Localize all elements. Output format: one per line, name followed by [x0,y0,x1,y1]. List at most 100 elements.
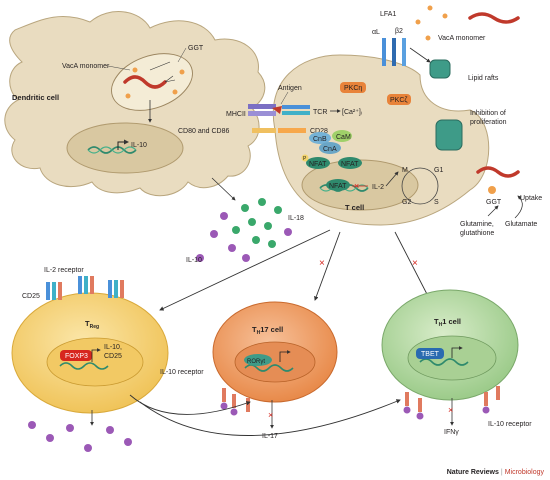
h-pylori-bacterium-ggt [476,166,520,178]
pkc-eta-node [340,82,366,93]
th17-block-x: × [319,258,325,269]
mhcii-receptor [248,104,276,116]
h-pylori-bacterium-t [468,12,520,24]
th1-label: TH1 cell [434,317,461,328]
cam-label: CaM [336,134,351,141]
treg-nucleus [46,337,144,387]
ggt-label-t: GGT [486,199,502,206]
foxp3-label: FOXP3 [65,353,88,360]
arrow-to-th17 [314,231,341,301]
nfat-label-2: NFAT [341,161,359,168]
glutamate-label: Glutamate [505,221,537,228]
treg-il10-secreted [28,421,132,452]
calcium-label: [Ca²⁺]ᵢ [342,109,362,116]
th1-il10-receptors [405,386,500,412]
dendritic-cell-label: Dendritic cell [12,93,59,102]
phospho-marker [301,154,309,162]
th1-block-x: × [412,258,418,269]
antigen-label: Antigen [278,85,302,92]
foxp3-node [60,350,92,361]
tcr-label: TCR [313,109,327,116]
cna-label: CnA [323,146,337,153]
vaca-monomers-dc [125,67,185,99]
il10-receptor-left-label: IL-10 receptor [160,369,204,376]
proliferation-label: proliferation [470,119,507,126]
cnb-node [309,132,331,144]
ggt-enzyme [488,186,496,194]
treg-cd25-label: CD25 [104,353,122,360]
glutamine-label: Glutamine, [460,221,494,228]
treg-suppression-th17 [129,394,251,415]
lfa1-integrin [382,38,406,66]
cd25-label: CD25 [22,293,40,300]
vaca-monomers-t [415,5,448,41]
cnb-label: CnB [313,136,327,143]
th17-label: TH17 cell [252,325,283,336]
nfat-label-1: NFAT [309,161,327,168]
cytokine-cloud [196,198,292,262]
glutathione-label: glutathione [460,230,494,237]
cycle-g2-label: G2 [402,199,411,206]
il18-label: IL-18 [288,215,304,222]
cycle-g1-label: G1 [434,167,443,174]
cd80-cd86-receptor [252,128,276,133]
vaca-monomer-t-label: VacA monomer [438,35,486,42]
lfa1-label: LFA1 [380,11,396,18]
tbet-node [416,348,444,359]
arrow-to-treg [159,229,331,311]
uptake-label: Uptake [520,195,542,202]
vaca-monomer-dc-label: VacA monomer [62,63,110,70]
inhibition-label: Inhibition of [470,110,506,117]
treg-label: TReg [85,319,99,330]
tcr-receptor [282,105,310,115]
il10-cloud-label: IL-10 [186,257,202,264]
treg-il10-label: IL-10, [104,344,122,351]
treg-suppression-th1 [139,399,401,436]
nfat-node-2 [338,157,362,169]
cycle-m-label: M [402,167,408,174]
cd28-label: CD28 [310,128,328,135]
il2-label: IL-2 [372,184,384,191]
alpha-l-label: αL [372,29,380,36]
il2-receptor-label: IL-2 receptor [44,267,84,274]
journal-footer: Nature Reviews|Microbiology [446,469,544,476]
t-cell-label: T cell [345,203,364,212]
pkc-zeta-node [387,94,411,105]
vaca-channel-lower [435,119,463,151]
nfat-node-1 [306,157,330,169]
cna-node [319,142,341,154]
cell-cycle [401,167,439,205]
mhcii-label: MHCII [226,111,246,118]
h-pylori-bacterium-dc [123,75,167,89]
ggt-label-top: GGT [188,45,204,52]
cd28-receptor [278,128,306,133]
lipid-rafts-label: Lipid rafts [468,75,499,82]
journal-subject: Microbiology [504,469,544,476]
pkc-eta-label: PKCη [344,85,362,92]
il2-inhibition-x: × [354,181,359,191]
dc-nucleus [66,122,184,174]
journal-name: Nature Reviews [446,469,499,476]
phospho-label: P [303,156,307,162]
tbet-label: TBET [421,351,440,358]
ror-node [244,354,272,366]
il10-receptor-right-label: IL-10 receptor [488,421,532,428]
dc-gene-arrow [117,139,129,150]
nfat-node-nuclear [326,179,350,191]
il2-receptors [46,276,124,300]
antigen [272,106,282,114]
beta2-label: β2 [395,28,403,35]
cycle-s-label: S [434,199,439,206]
nfat-label-nuclear: NFAT [329,183,347,190]
vaca-channel-upper [429,59,451,79]
il17-label: IL-17 [262,433,278,440]
dc-il10-label: IL-10 [131,142,147,149]
pkc-zeta-label: PKCζ [390,97,407,104]
cd80-cd86-label: CD80 and CD86 [178,128,229,135]
il17-block-x: × [268,410,273,420]
ror-label: RORγt [247,359,265,365]
ifn-block-x: × [448,405,453,415]
ifn-label: IFNγ [444,429,459,436]
th17-nucleus [234,341,316,383]
